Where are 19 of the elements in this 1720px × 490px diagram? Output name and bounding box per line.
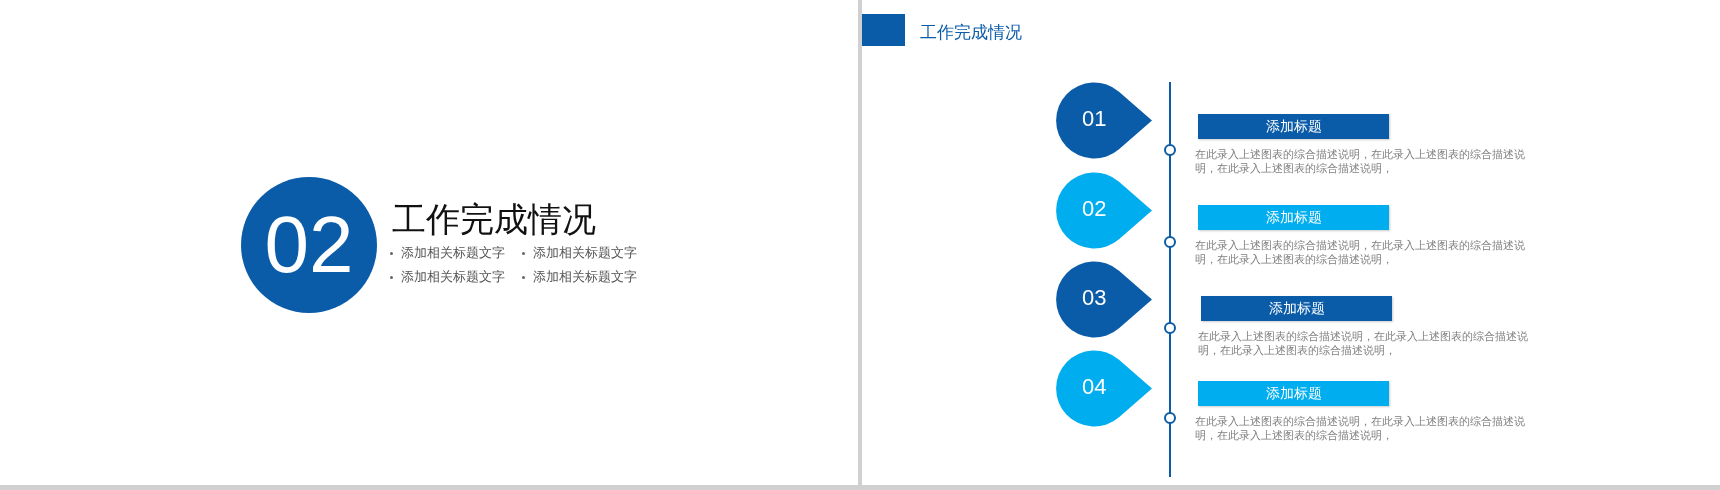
- bullet-text: 添加相关标题文字: [533, 245, 637, 262]
- bullet-text: 添加相关标题文字: [401, 269, 505, 286]
- description-text: 在此录入上述图表的综合描述说明，在此录入上述图表的综合描述说明，在此录入上述图表的综合描述说明，: [1195, 414, 1525, 442]
- step-number: 02: [1082, 196, 1107, 222]
- description-text: 在此录入上述图表的综合描述说明，在此录入上述图表的综合描述说明，在此录入上述图表的综合描述说明，: [1198, 329, 1528, 357]
- heading-bar: 添加标题: [1201, 296, 1392, 321]
- page-title: 工作完成情况: [920, 22, 1022, 44]
- heading-bar: 添加标题: [1198, 114, 1389, 139]
- heading-bar: 添加标题: [1198, 205, 1389, 230]
- bullet-text: 添加相关标题文字: [401, 245, 505, 262]
- description-text: 在此录入上述图表的综合描述说明，在此录入上述图表的综合描述说明，在此录入上述图表的综合描述说明，: [1195, 238, 1525, 266]
- section-title: 工作完成情况: [392, 199, 596, 240]
- step-number: 01: [1082, 106, 1107, 132]
- step-number: 04: [1082, 374, 1107, 400]
- bullet-text: 添加相关标题文字: [533, 269, 637, 286]
- description-text: 在此录入上述图表的综合描述说明，在此录入上述图表的综合描述说明，在此录入上述图表的综合描述说明，: [1195, 147, 1525, 175]
- step-number: 03: [1082, 285, 1107, 311]
- heading-bar: 添加标题: [1198, 381, 1389, 406]
- section-number: 02: [263, 199, 355, 291]
